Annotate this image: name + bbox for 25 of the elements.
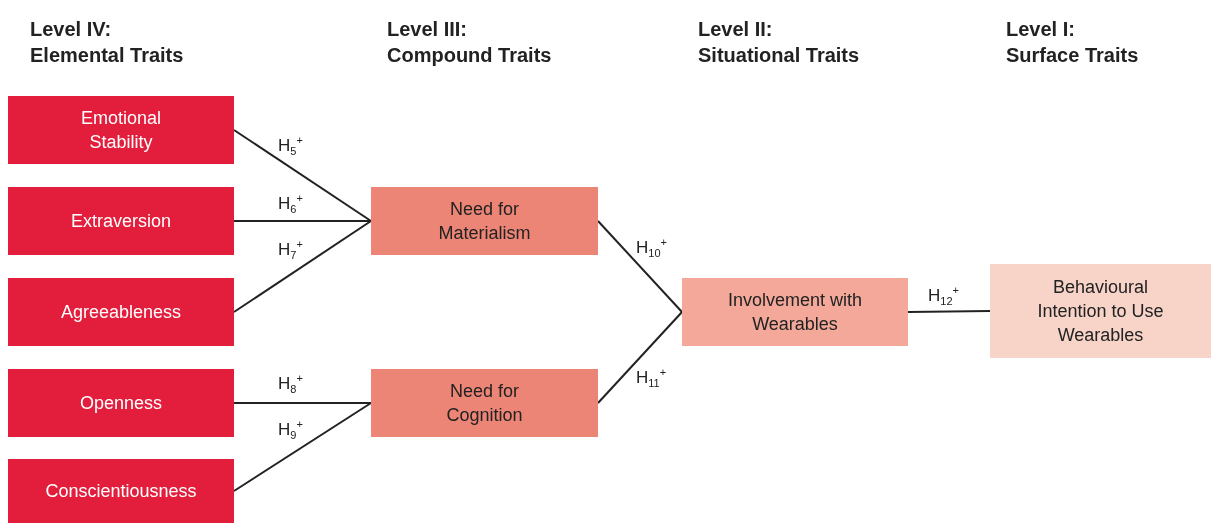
level-heading: Situational Traits	[698, 43, 860, 68]
trait-box: Involvement with Wearables	[682, 278, 908, 346]
trait-box: Behavioural Intention to Use Wearables	[990, 264, 1211, 358]
connector-line	[233, 402, 372, 404]
level-heading: Level I:	[1006, 17, 1075, 42]
connector-line	[233, 220, 372, 313]
connector-line	[233, 402, 372, 492]
trait-box: Extraversion	[8, 187, 234, 255]
connector-line	[907, 310, 991, 313]
level-heading: Level IV:	[30, 17, 112, 42]
trait-box: Need for Cognition	[371, 369, 598, 437]
connector-line	[597, 311, 683, 404]
level-heading: Elemental Traits	[30, 43, 184, 68]
trait-box: Conscientiousness	[8, 459, 234, 523]
trait-box: Agreeableness	[8, 278, 234, 346]
connector-line	[233, 129, 372, 222]
connector-line	[597, 220, 683, 313]
level-heading: Compound Traits	[387, 43, 552, 68]
level-heading: Level III:	[387, 17, 468, 42]
trait-box: Emotional Stability	[8, 96, 234, 164]
level-heading: Level II:	[698, 17, 773, 42]
trait-box: Need for Materialism	[371, 187, 598, 255]
connector-line	[233, 220, 372, 222]
trait-box: Openness	[8, 369, 234, 437]
level-heading: Surface Traits	[1006, 43, 1139, 68]
